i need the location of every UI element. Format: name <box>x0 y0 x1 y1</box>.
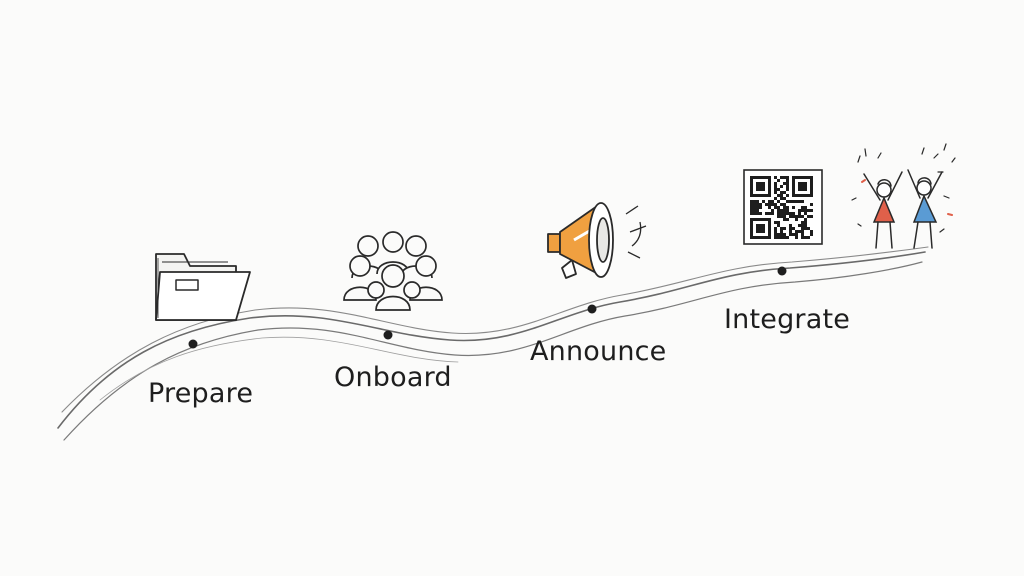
celebrating-people-icon <box>851 143 956 249</box>
megaphone-icon <box>547 202 647 279</box>
stage-label-onboard: Onboard <box>334 362 452 393</box>
stage-label-integrate: Integrate <box>724 304 851 335</box>
milestone-dot <box>383 330 393 340</box>
people-group-icon <box>343 231 443 311</box>
milestone-dot <box>188 339 198 349</box>
stage-label-announce: Announce <box>530 336 667 367</box>
milestone-dot <box>777 266 787 276</box>
qr-code-icon <box>743 169 823 245</box>
milestone-dot <box>587 304 597 314</box>
folder-icon <box>155 253 251 321</box>
stage-label-prepare: Prepare <box>148 378 254 409</box>
